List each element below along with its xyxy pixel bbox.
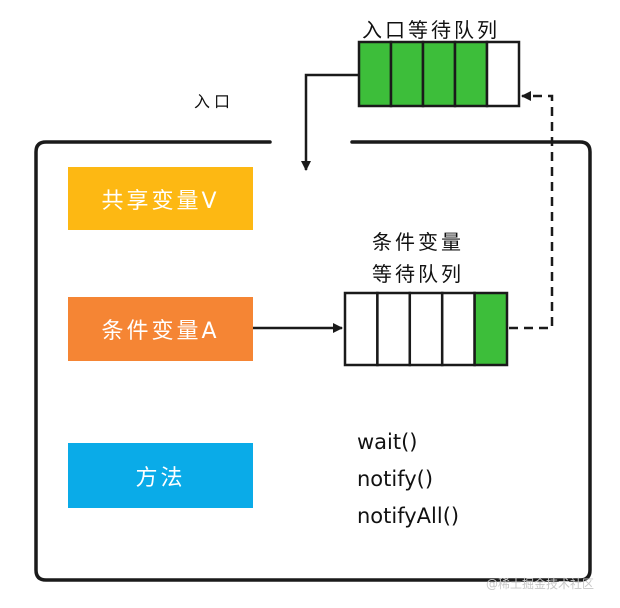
entry-queue-slot-2 [389, 40, 425, 108]
condition-queue-title-line1: 条件变量 [372, 230, 464, 254]
condition-queue-slot-1 [343, 291, 379, 367]
method-wait: wait() [357, 430, 418, 454]
methods-list: wait() notify() notifyAll() [357, 424, 459, 535]
condition-variable-box: 条件变量A [68, 297, 253, 361]
condition-queue-slot-4 [440, 291, 476, 367]
entry-queue-title: 入口等待队列 [362, 18, 500, 42]
entry-queue-slot-4 [453, 40, 489, 108]
methods-box: 方法 [68, 443, 253, 508]
notify-dashed-arrow [509, 91, 554, 330]
entry-queue-slots [357, 40, 521, 108]
monitor-border [34, 140, 592, 582]
condition-queue-slot-3 [408, 291, 444, 367]
condition-queue-title-line2: 等待队列 [372, 262, 464, 286]
entry-queue-slot-3 [421, 40, 457, 108]
entry-arrow [301, 73, 358, 171]
shared-variable-box: 共享变量V [68, 167, 253, 230]
method-notify-all: notifyAll() [357, 504, 460, 528]
watermark: @稀土掘金技术社区 [486, 577, 595, 591]
condition-queue-slot-2 [376, 291, 412, 367]
entry-queue-slot-1 [357, 40, 393, 108]
condition-queue-slot-5 [473, 291, 509, 367]
method-notify: notify() [357, 467, 434, 491]
entry-label: 入口 [194, 92, 235, 111]
entry-queue-slot-5 [485, 40, 521, 108]
condition-queue-slots [343, 291, 509, 367]
